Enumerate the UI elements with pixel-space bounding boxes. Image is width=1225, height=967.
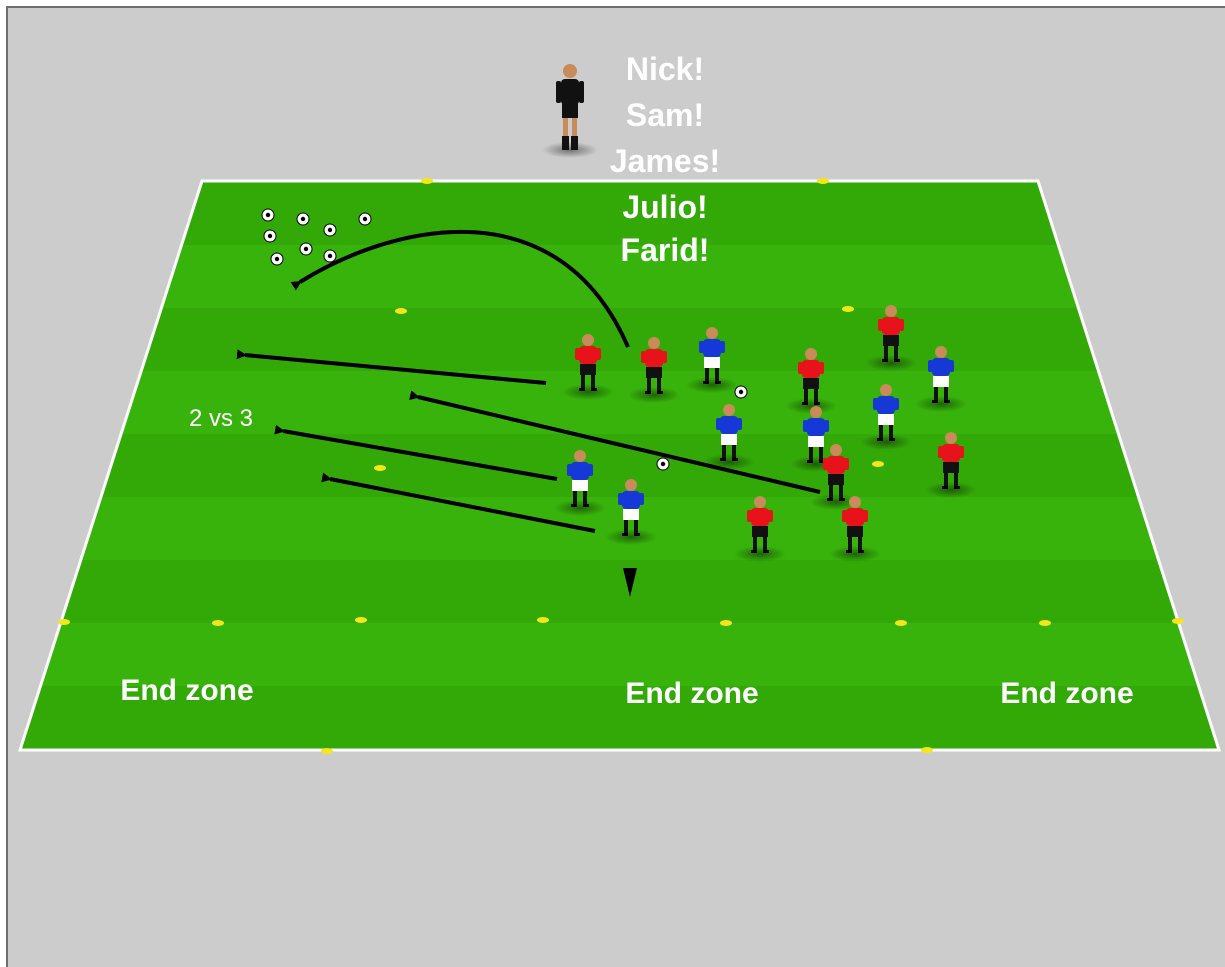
cone-marker — [1039, 620, 1051, 626]
coach-call-name: James! — [610, 143, 720, 179]
cone-marker — [842, 306, 854, 312]
soccer-ball — [297, 213, 309, 225]
coach-call-list: Nick! Sam! James! Julio! Farid! — [610, 51, 720, 268]
coach-call-name: Farid! — [621, 232, 710, 268]
matchup-label: 2 vs 3 — [189, 405, 253, 432]
soccer-ball — [735, 386, 747, 398]
soccer-ball — [300, 243, 312, 255]
coach-call-name: Sam! — [626, 97, 704, 133]
cone-marker — [872, 461, 884, 467]
soccer-ball — [657, 458, 669, 470]
end-zone-label-center: End zone — [625, 677, 758, 710]
cone-marker — [395, 308, 407, 314]
cone-marker — [212, 620, 224, 626]
soccer-ball — [359, 213, 371, 225]
coach-figure — [542, 64, 598, 158]
cone-marker — [355, 617, 367, 623]
cone-marker — [537, 617, 549, 623]
cone-marker — [58, 619, 70, 625]
coach-call-name: Nick! — [626, 51, 704, 87]
cone-marker — [1172, 618, 1184, 624]
cone-marker — [720, 620, 732, 626]
cone-marker — [421, 178, 433, 184]
soccer-ball — [271, 253, 283, 265]
soccer-ball — [264, 230, 276, 242]
cone-marker — [374, 465, 386, 471]
cone-marker — [895, 620, 907, 626]
cone-marker — [921, 747, 933, 753]
end-zone-label-left: End zone — [120, 674, 253, 707]
cone-marker — [321, 748, 333, 754]
soccer-ball — [324, 250, 336, 262]
pitch — [0, 181, 1225, 751]
cone-marker — [817, 178, 829, 184]
coach-call-name: Julio! — [622, 189, 707, 225]
soccer-ball — [324, 224, 336, 236]
end-zone-label-right: End zone — [1000, 677, 1133, 710]
soccer-ball — [262, 209, 274, 221]
